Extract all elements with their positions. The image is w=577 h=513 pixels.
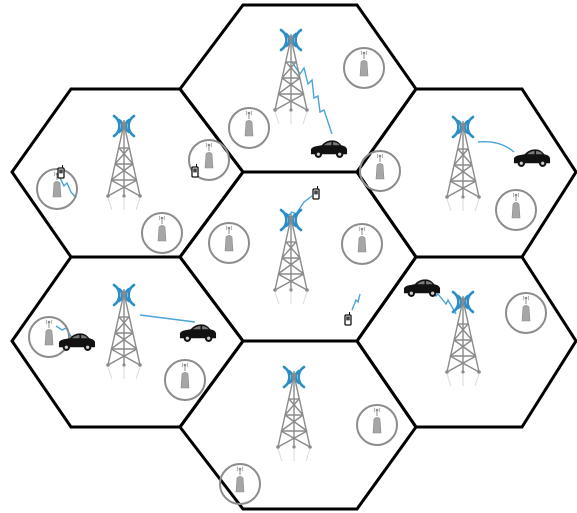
radio-tower-icon: [104, 114, 144, 212]
radio-tower-icon: [271, 28, 311, 126]
wireless-link: [285, 195, 313, 219]
small-cell-antenna-icon: [141, 212, 183, 254]
wireless-link: [477, 141, 515, 153]
small-cell-antenna-icon: [359, 150, 401, 192]
mobile-phone-icon: [344, 311, 352, 326]
small-cell-antenna-icon: [28, 316, 70, 358]
small-cell-antenna-icon: [343, 47, 385, 89]
cell-lower-right: [355, 255, 577, 429]
wireless-link: [351, 293, 361, 311]
car-icon: [58, 333, 96, 351]
small-cell-antenna-icon: [495, 189, 537, 231]
small-cell-antenna-icon: [208, 222, 250, 264]
cell-bottom-center: [178, 339, 418, 511]
radio-tower-icon: [104, 283, 144, 381]
small-cell-antenna-icon: [36, 168, 78, 210]
radio-tower-icon: [271, 208, 311, 306]
small-cell-antenna-icon: [341, 223, 383, 265]
small-cell-antenna-icon: [219, 463, 261, 505]
mobile-phone-icon: [57, 164, 65, 179]
mobile-phone-icon: [312, 185, 320, 200]
cell-upper-right: [355, 87, 577, 259]
small-cell-antenna-icon: [505, 292, 547, 334]
car-icon: [179, 324, 217, 342]
mobile-phone-icon: [191, 163, 199, 178]
small-cell-antenna-icon: [164, 359, 206, 401]
radio-tower-icon: [443, 290, 483, 388]
wireless-link: [59, 177, 77, 199]
small-cell-antenna-icon: [356, 404, 398, 446]
car-icon: [513, 149, 551, 167]
wireless-link: [139, 314, 196, 323]
radio-tower-icon: [443, 115, 483, 213]
small-cell-antenna-icon: [228, 107, 270, 149]
radio-tower-icon: [274, 365, 314, 463]
wireless-link: [291, 61, 333, 135]
cell-top-center: [178, 3, 418, 174]
car-icon: [403, 279, 441, 297]
car-icon: [310, 140, 348, 158]
